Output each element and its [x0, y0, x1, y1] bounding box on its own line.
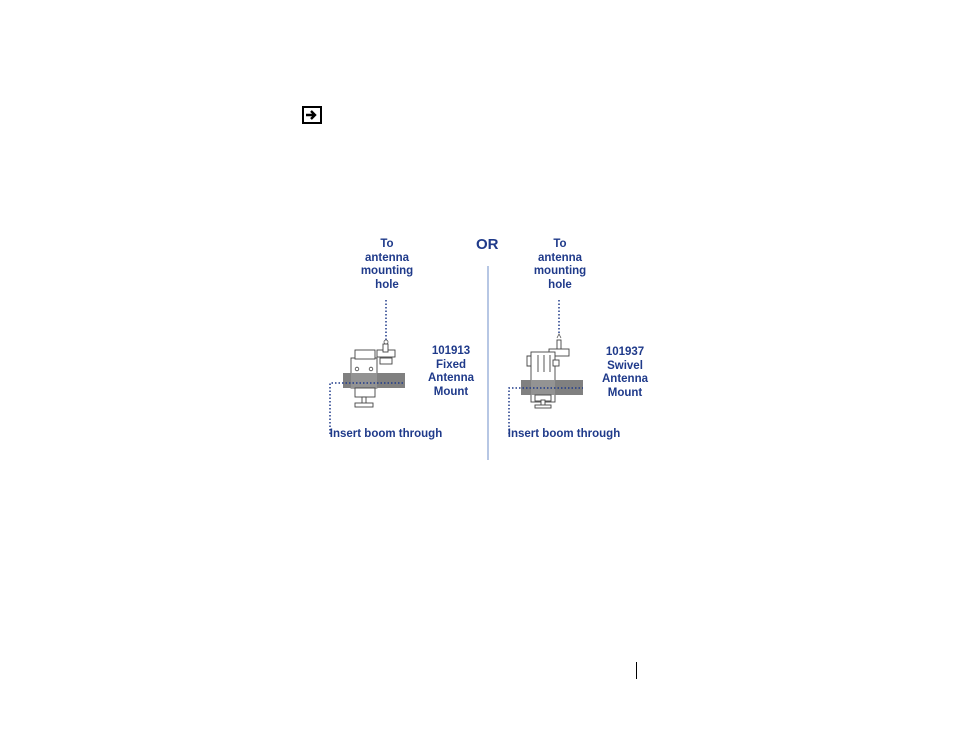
left-callout-label: To antenna mounting hole	[348, 238, 426, 292]
swivel-mount-drawing	[509, 300, 583, 434]
left-bottom-label: Insert boom through	[318, 428, 454, 442]
right-callout-label: To antenna mounting hole	[521, 238, 599, 292]
right-bottom-label: Insert boom through	[496, 428, 632, 442]
page-number-rule	[636, 662, 637, 679]
or-divider-text: OR	[476, 236, 499, 253]
right-part-label: 101937 Swivel Antenna Mount	[594, 346, 656, 400]
fixed-mount-drawing	[330, 300, 405, 434]
left-part-label: 101913 Fixed Antenna Mount	[420, 345, 482, 399]
